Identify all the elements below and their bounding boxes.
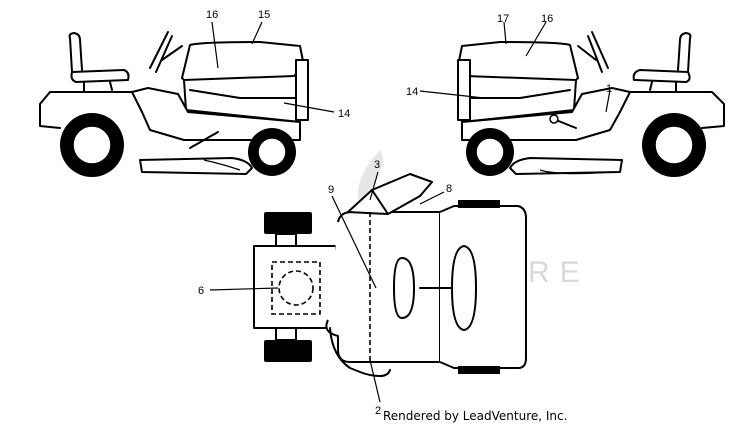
steering-wheel: [149, 31, 173, 73]
fuel-cap-area: [271, 261, 321, 315]
callout-9-top: 9: [328, 184, 334, 196]
rear-bumper: [329, 327, 391, 377]
lift-lever: [555, 119, 577, 129]
dash-panel: [393, 257, 415, 319]
rear-body: [253, 245, 337, 329]
mower-deck: [509, 157, 623, 175]
callout-14-left: 14: [338, 108, 350, 120]
callout-8-top: 8: [446, 183, 452, 195]
seat-cushion: [632, 69, 691, 83]
callout-1-right: 1: [606, 83, 612, 95]
tractor-left-side-view: [39, 21, 335, 177]
callout-14-right: 14: [406, 86, 418, 98]
body-frame: [39, 87, 301, 141]
steering-wheel: [587, 31, 609, 73]
callout-16-left: 16: [206, 9, 218, 21]
credit-text: Rendered by LeadVenture, Inc.: [383, 409, 567, 423]
tractor-top-view: [209, 171, 527, 403]
callout-17-right: 17: [497, 13, 509, 25]
mower-deck: [139, 157, 253, 175]
tractor-right-side-view: [419, 21, 725, 177]
seat-cushion: [70, 69, 130, 83]
grille: [451, 245, 477, 331]
seat-back: [68, 32, 83, 71]
callout-2-top: 2: [375, 405, 381, 417]
rear-wheel-top: [264, 212, 312, 234]
callout-6-top: 6: [198, 285, 204, 297]
callout-15-left: 15: [258, 9, 270, 21]
callout-labels: 16 15 14 17 16 14 1 3 8 9 6 2: [198, 9, 612, 417]
seat-back: [677, 32, 692, 71]
callout-16-right: 16: [541, 13, 553, 25]
rear-wheel-bottom: [264, 340, 312, 362]
hood: [181, 41, 305, 81]
hood: [457, 41, 579, 81]
body-frame: [461, 87, 725, 141]
callout-3-top: 3: [374, 159, 380, 171]
